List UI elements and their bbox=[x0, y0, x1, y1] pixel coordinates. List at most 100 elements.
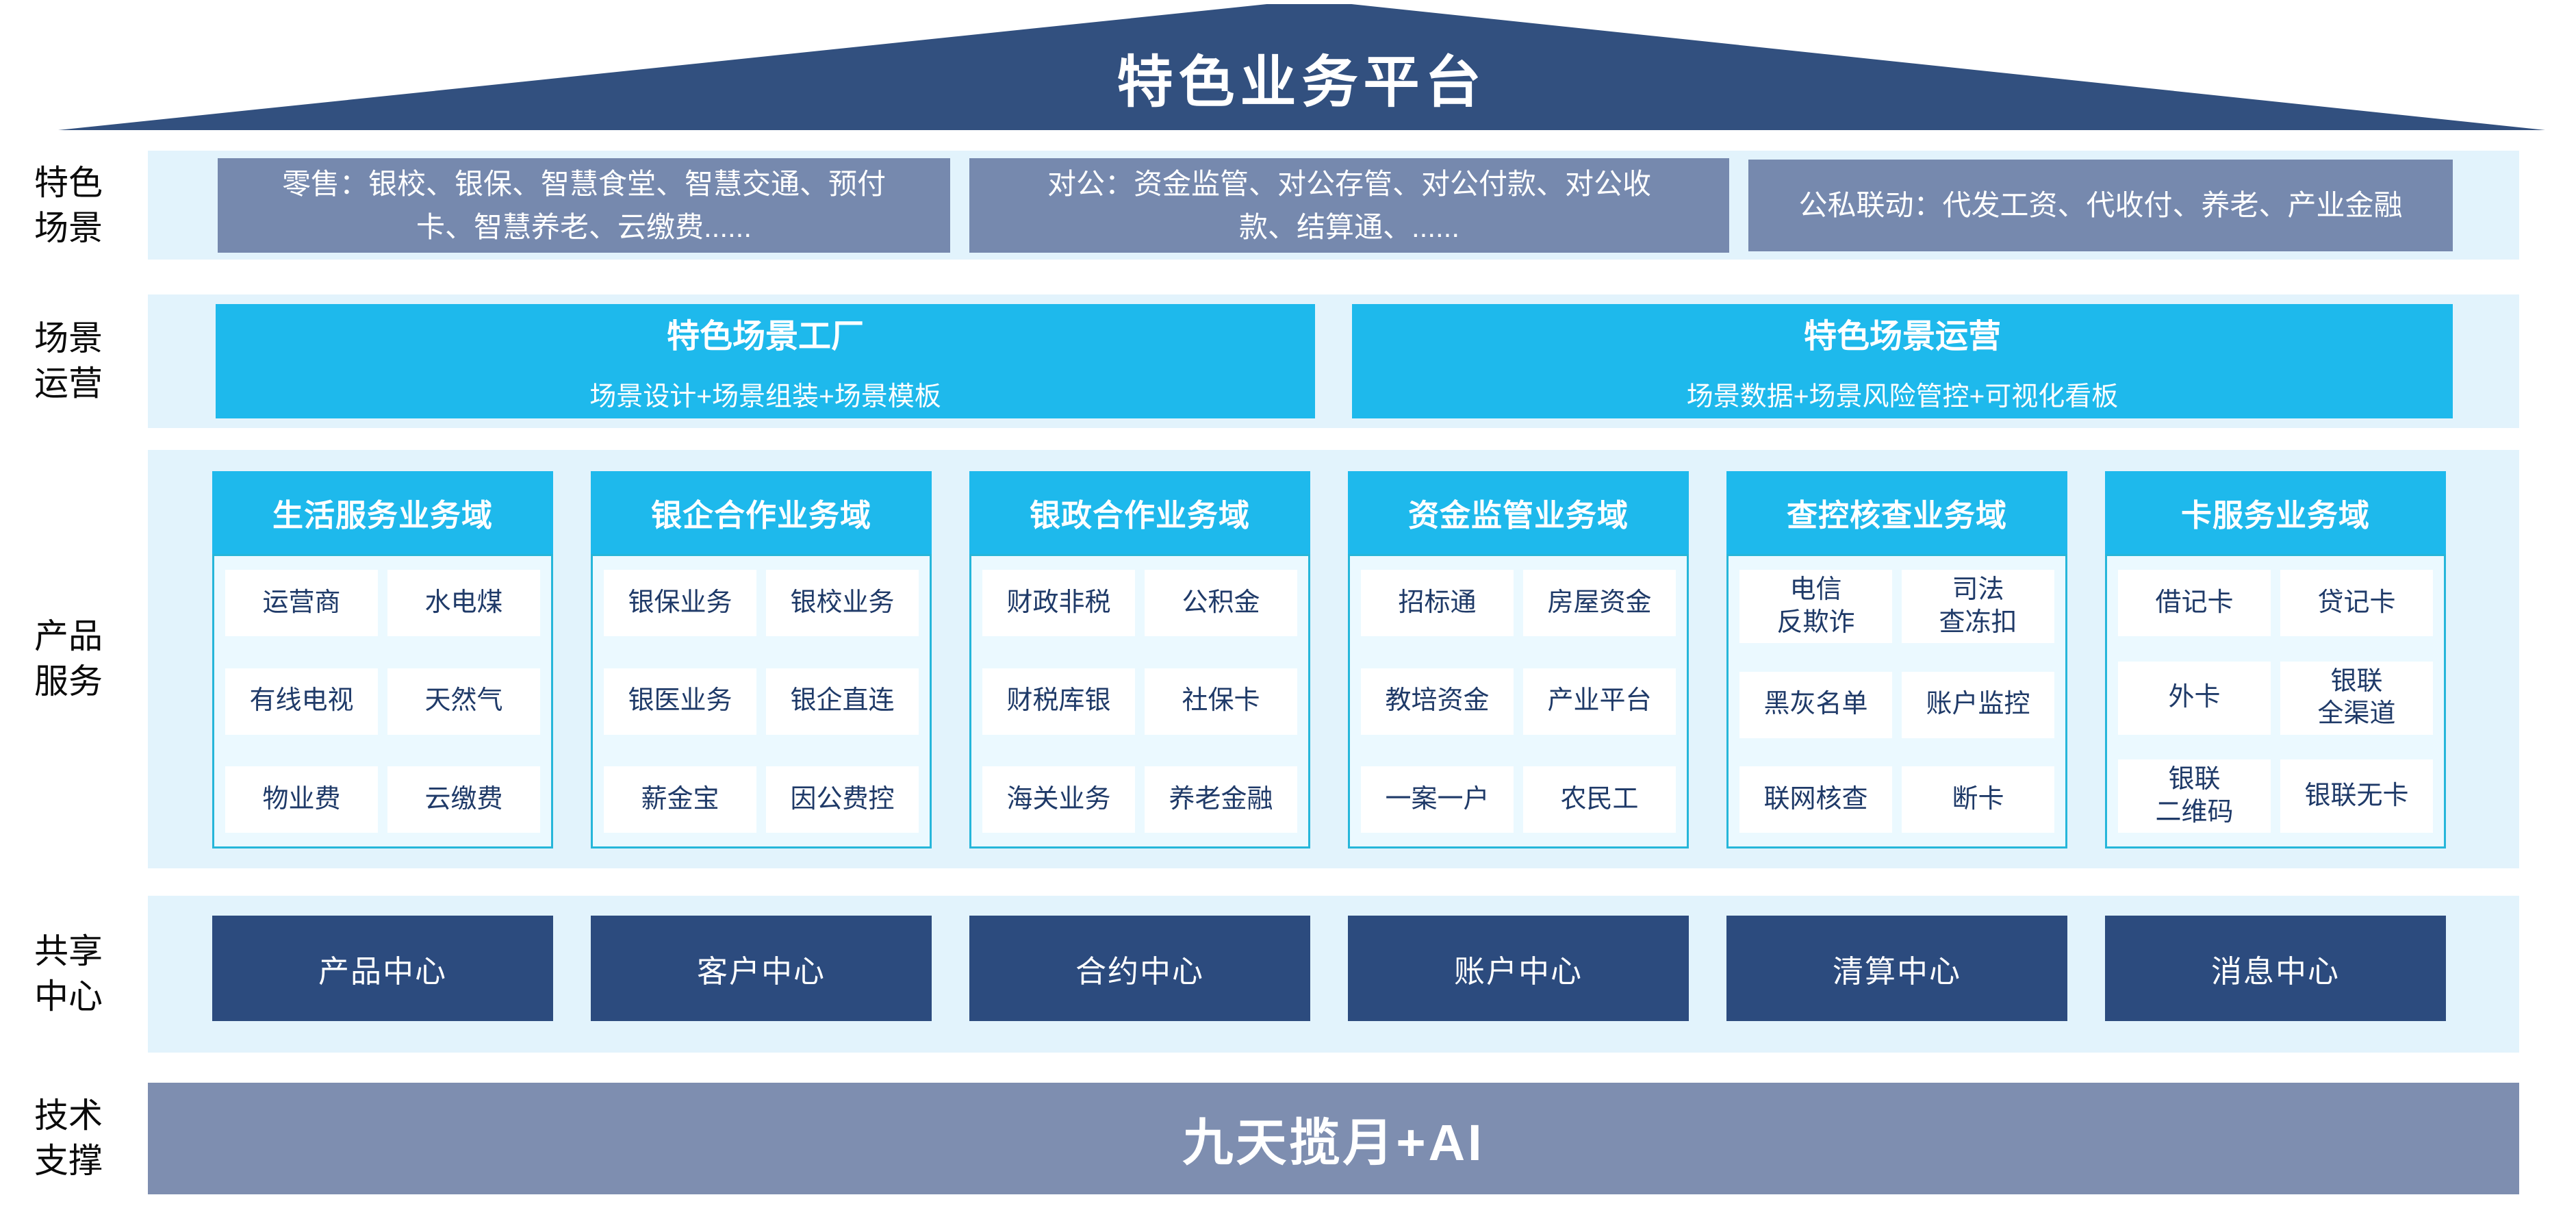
product-cell: 薪金宝 bbox=[604, 766, 756, 833]
product-cell: 农民工 bbox=[1523, 766, 1676, 833]
product-cell-row: 一案一户 农民工 bbox=[1361, 766, 1676, 833]
product-cell: 财税库银 bbox=[982, 668, 1135, 735]
tech-band: 九天揽月+AI bbox=[148, 1083, 2519, 1194]
row-label-operations: 场景运营 bbox=[34, 319, 103, 403]
platform-roof: 特色业务平台 bbox=[58, 4, 2545, 130]
product-cell-row: 银保业务 银校业务 bbox=[604, 570, 919, 636]
product-cell: 银保业务 bbox=[604, 570, 756, 636]
product-cell: 银联 全渠道 bbox=[2280, 661, 2433, 735]
operation-box-title: 特色场景工厂 bbox=[666, 318, 864, 355]
product-cell: 银校业务 bbox=[766, 570, 919, 636]
center-box-customer: 客户中心 bbox=[591, 916, 932, 1021]
product-cell: 水电煤 bbox=[387, 570, 540, 636]
product-cell-row: 物业费 云缴费 bbox=[225, 766, 540, 833]
product-column-fund-supervision: 资金监管业务域 招标通 房屋资金 教培资金 产业平台 一案一户 农民工 bbox=[1348, 471, 1689, 848]
product-column-header: 生活服务业务域 bbox=[212, 471, 553, 554]
product-cell: 养老金融 bbox=[1145, 766, 1297, 833]
product-cell: 房屋资金 bbox=[1523, 570, 1676, 636]
product-cell: 海关业务 bbox=[982, 766, 1135, 833]
product-cell: 招标通 bbox=[1361, 570, 1514, 636]
product-cell: 贷记卡 bbox=[2280, 570, 2433, 636]
center-box-account: 账户中心 bbox=[1348, 916, 1689, 1021]
center-box-contract: 合约中心 bbox=[969, 916, 1310, 1021]
product-cell-row: 运营商 水电煤 bbox=[225, 570, 540, 636]
operation-band: 特色场景工厂 场景设计+场景组装+场景模板 特色场景运营 场景数据+场景风险管控… bbox=[148, 294, 2519, 428]
row-label-scenarios: 特色场景 bbox=[34, 164, 103, 247]
product-cell: 银联 二维码 bbox=[2118, 759, 2271, 833]
product-column-header: 银政合作业务域 bbox=[969, 471, 1310, 554]
product-cell-row: 财政非税 公积金 bbox=[982, 570, 1297, 636]
product-cell: 产业平台 bbox=[1523, 668, 1676, 735]
scenario-band: 零售：银校、银保、智慧食堂、智慧交通、预付卡、智慧养老、云缴费...... 对公… bbox=[148, 151, 2519, 260]
center-band: 产品中心 客户中心 合约中心 账户中心 清算中心 消息中心 bbox=[148, 896, 2519, 1053]
operation-box-subtitle: 场景数据+场景风险管控+可视化看板 bbox=[1686, 382, 2119, 412]
product-column-body: 电信 反欺诈 司法 查冻扣 黑灰名单 账户监控 联网核查 断卡 bbox=[1726, 554, 2067, 848]
product-cell-row: 银医业务 银企直连 bbox=[604, 668, 919, 735]
row-label-tech: 技术支撑 bbox=[34, 1096, 103, 1180]
scenario-box-corporate: 对公：资金监管、对公存管、对公付款、对公收款、结算通、...... bbox=[969, 158, 1729, 253]
center-box-clearing: 清算中心 bbox=[1726, 916, 2067, 1021]
product-column-header: 卡服务业务域 bbox=[2105, 471, 2446, 554]
operation-box-scene-operation: 特色场景运营 场景数据+场景风险管控+可视化看板 bbox=[1352, 304, 2453, 418]
scenario-box-public-private: 公私联动：代发工资、代收付、养老、产业金融 bbox=[1748, 159, 2453, 251]
product-cell-row: 财税库银 社保卡 bbox=[982, 668, 1297, 735]
product-cell-row: 教培资金 产业平台 bbox=[1361, 668, 1676, 735]
product-cell: 公积金 bbox=[1145, 570, 1297, 636]
product-cell: 运营商 bbox=[225, 570, 378, 636]
product-column-body: 招标通 房屋资金 教培资金 产业平台 一案一户 农民工 bbox=[1348, 554, 1689, 848]
product-cell: 黑灰名单 bbox=[1739, 671, 1892, 738]
product-cell: 联网核查 bbox=[1739, 766, 1892, 833]
product-column-body: 运营商 水电煤 有线电视 天然气 物业费 云缴费 bbox=[212, 554, 553, 848]
product-column-body: 银保业务 银校业务 银医业务 银企直连 薪金宝 因公费控 bbox=[591, 554, 932, 848]
product-column-header: 银企合作业务域 bbox=[591, 471, 932, 554]
product-cell: 银医业务 bbox=[604, 668, 756, 735]
operation-box-scene-factory: 特色场景工厂 场景设计+场景组装+场景模板 bbox=[216, 304, 1315, 418]
platform-title: 特色业务平台 bbox=[1117, 51, 1487, 114]
product-column-life-services: 生活服务业务域 运营商 水电煤 有线电视 天然气 物业费 云缴费 bbox=[212, 471, 553, 848]
product-cell: 一案一户 bbox=[1361, 766, 1514, 833]
product-cell-row: 海关业务 养老金融 bbox=[982, 766, 1297, 833]
product-cell-row: 有线电视 天然气 bbox=[225, 668, 540, 735]
product-cell: 外卡 bbox=[2118, 661, 2271, 735]
product-cell: 银联无卡 bbox=[2280, 759, 2433, 833]
row-label-centers: 共享中心 bbox=[34, 932, 103, 1016]
product-cell-row: 借记卡 贷记卡 bbox=[2118, 570, 2433, 636]
product-cell: 账户监控 bbox=[1902, 671, 2054, 738]
product-cell: 云缴费 bbox=[387, 766, 540, 833]
product-cell: 物业费 bbox=[225, 766, 378, 833]
operation-box-title: 特色场景运营 bbox=[1803, 318, 2001, 355]
scenario-box-retail: 零售：银校、银保、智慧食堂、智慧交通、预付卡、智慧养老、云缴费...... bbox=[218, 158, 950, 253]
tech-platform-title: 九天揽月+AI bbox=[1182, 1114, 1485, 1171]
product-column-card-services: 卡服务业务域 借记卡 贷记卡 外卡 银联 全渠道 银联 二维码 银联无卡 bbox=[2105, 471, 2446, 848]
product-band: 生活服务业务域 运营商 水电煤 有线电视 天然气 物业费 云缴费 银企合作业务域 bbox=[148, 450, 2519, 868]
product-cell: 借记卡 bbox=[2118, 570, 2271, 636]
center-box-product: 产品中心 bbox=[212, 916, 553, 1021]
product-cell-row: 黑灰名单 账户监控 bbox=[1739, 671, 2054, 738]
product-column-inquiry-control: 查控核查业务域 电信 反欺诈 司法 查冻扣 黑灰名单 账户监控 联网核查 断卡 bbox=[1726, 471, 2067, 848]
operation-box-subtitle: 场景设计+场景组装+场景模板 bbox=[589, 382, 941, 412]
product-cell: 有线电视 bbox=[225, 668, 378, 735]
product-cell: 财政非税 bbox=[982, 570, 1135, 636]
product-cell-row: 外卡 银联 全渠道 bbox=[2118, 661, 2433, 735]
product-cell: 教培资金 bbox=[1361, 668, 1514, 735]
product-column-body: 财政非税 公积金 财税库银 社保卡 海关业务 养老金融 bbox=[969, 554, 1310, 848]
product-cell: 断卡 bbox=[1902, 766, 2054, 833]
center-box-message: 消息中心 bbox=[2105, 916, 2446, 1021]
product-cell: 天然气 bbox=[387, 668, 540, 735]
product-cell: 银企直连 bbox=[766, 668, 919, 735]
product-column-bank-enterprise: 银企合作业务域 银保业务 银校业务 银医业务 银企直连 薪金宝 因公费控 bbox=[591, 471, 932, 848]
product-cell-row: 联网核查 断卡 bbox=[1739, 766, 2054, 833]
product-column-header: 资金监管业务域 bbox=[1348, 471, 1689, 554]
product-cell: 社保卡 bbox=[1145, 668, 1297, 735]
product-column-body: 借记卡 贷记卡 外卡 银联 全渠道 银联 二维码 银联无卡 bbox=[2105, 554, 2446, 848]
product-cell-row: 银联 二维码 银联无卡 bbox=[2118, 759, 2433, 833]
product-cell-row: 电信 反欺诈 司法 查冻扣 bbox=[1739, 570, 2054, 643]
product-cell-row: 薪金宝 因公费控 bbox=[604, 766, 919, 833]
product-cell-row: 招标通 房屋资金 bbox=[1361, 570, 1676, 636]
product-cell: 电信 反欺诈 bbox=[1739, 570, 1892, 643]
row-label-products: 产品服务 bbox=[34, 617, 103, 701]
product-column-bank-government: 银政合作业务域 财政非税 公积金 财税库银 社保卡 海关业务 养老金融 bbox=[969, 471, 1310, 848]
product-column-header: 查控核查业务域 bbox=[1726, 471, 2067, 554]
product-cell: 因公费控 bbox=[766, 766, 919, 833]
product-cell: 司法 查冻扣 bbox=[1902, 570, 2054, 643]
